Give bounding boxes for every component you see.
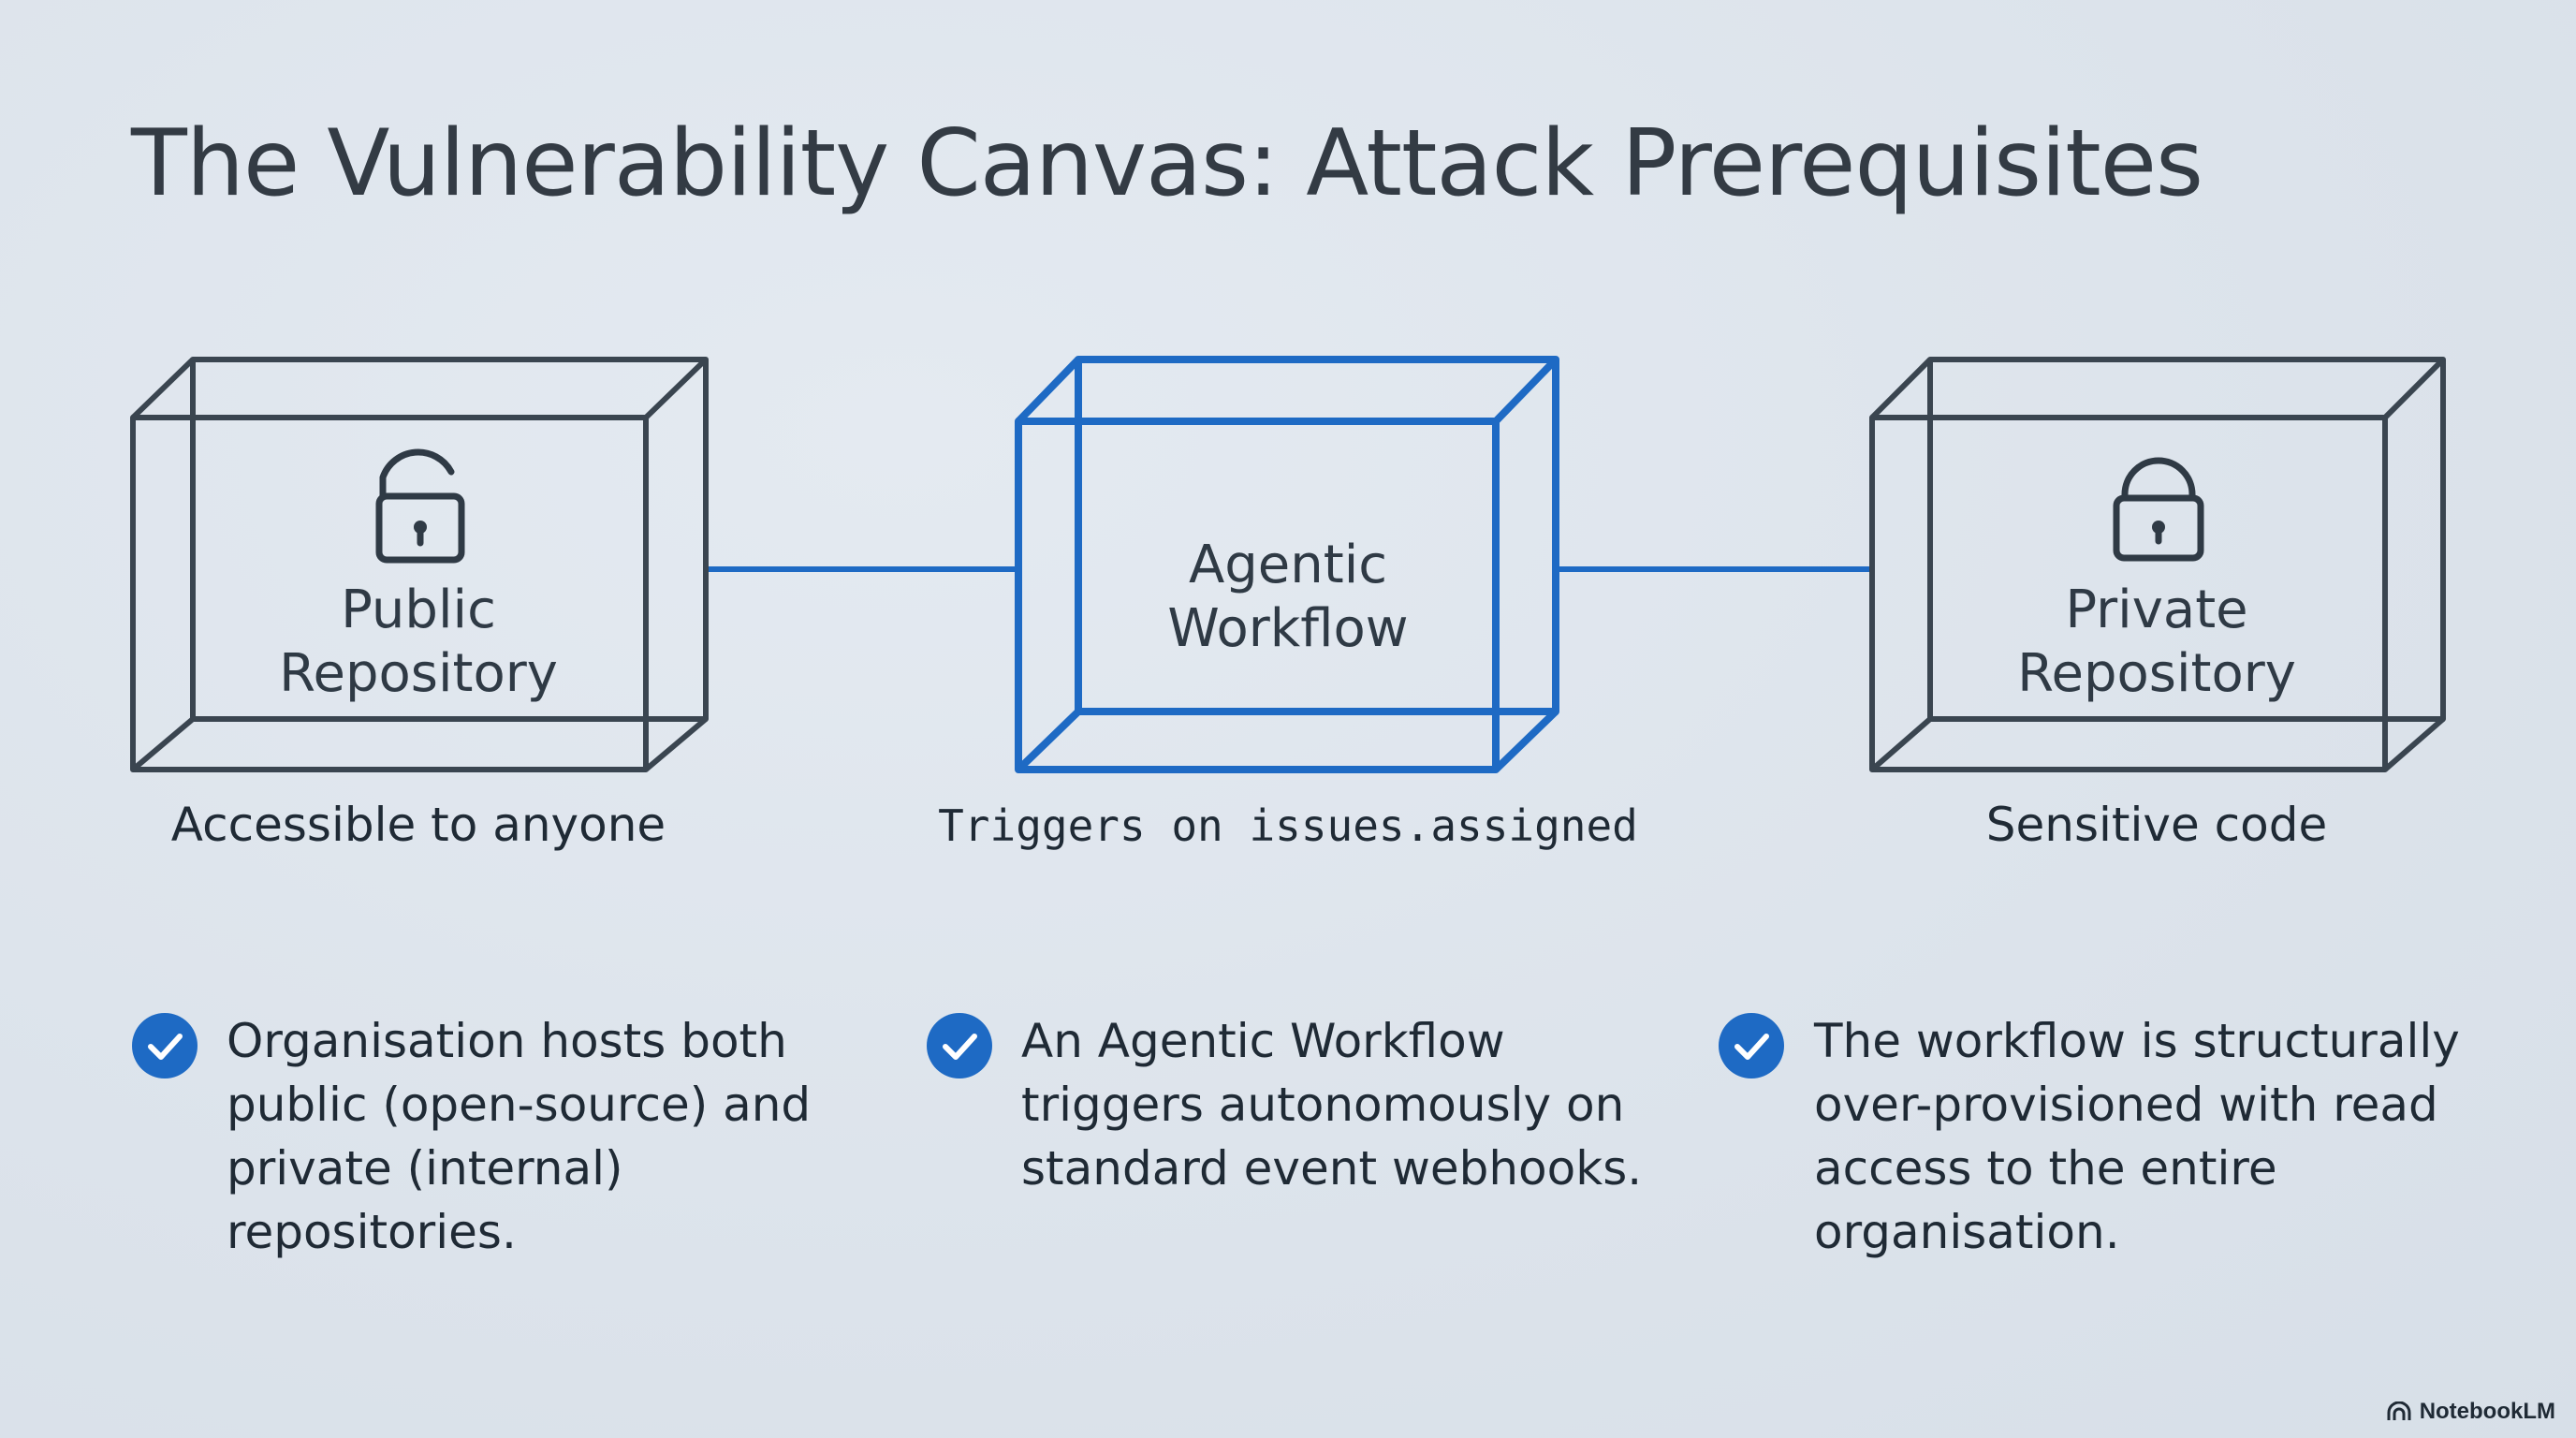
check-icon — [927, 1013, 992, 1078]
notebooklm-brand: NotebookLM — [2386, 1399, 2555, 1425]
event-code: issues.assigned — [1249, 800, 1638, 851]
public-repository-box — [130, 357, 709, 772]
check-icon — [132, 1013, 198, 1078]
page-title: The Vulnerability Canvas: Attack Prerequ… — [131, 110, 2203, 217]
private-repository-box — [1869, 357, 2446, 772]
unlocked-padlock-icon — [375, 448, 465, 564]
locked-padlock-icon — [2113, 457, 2204, 562]
agentic-workflow-caption: Triggers on issues.assigned — [938, 800, 1638, 851]
notebooklm-logo-icon — [2387, 1401, 2411, 1420]
check-icon — [1719, 1013, 1784, 1078]
brand-label: NotebookLM — [2419, 1399, 2555, 1424]
bullet-item-2: An Agentic Workflow triggers autonomousl… — [1021, 1014, 1643, 1196]
private-repository-caption: Sensitive code — [1985, 798, 2328, 852]
public-repository-caption: Accessible to anyone — [170, 798, 666, 852]
agentic-workflow-label: Agentic Workflow — [1167, 535, 1409, 659]
private-repository-label: Private Repository — [2017, 580, 2296, 704]
agentic-workflow-box — [1015, 356, 1559, 773]
public-repository-label: Public Repository — [279, 580, 558, 704]
bullet-item-1: Organisation hosts both public (open-sou… — [227, 1014, 812, 1259]
bullet-item-3: The workflow is structurally over-provis… — [1814, 1014, 2460, 1259]
